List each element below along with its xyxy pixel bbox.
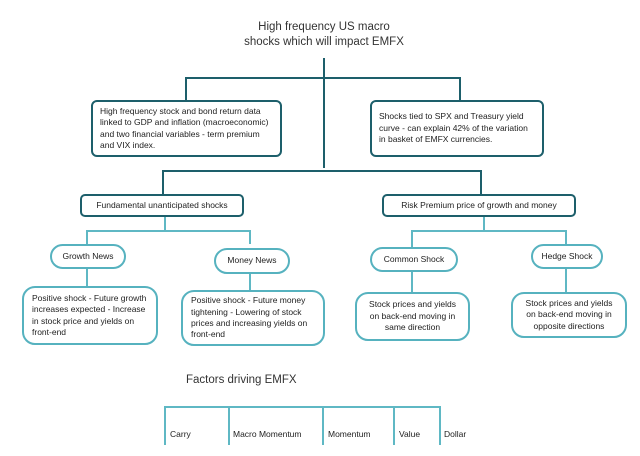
common-shock-detail-text: Stock prices and yields on back-end movi… bbox=[369, 299, 456, 333]
common-shock-detail: Stock prices and yields on back-end movi… bbox=[355, 292, 470, 341]
factor-macro-momentum: Macro Momentum bbox=[233, 429, 302, 439]
money-news-label: Money News bbox=[227, 255, 277, 266]
growth-news-detail: Positive shock - Future growth increases… bbox=[22, 286, 158, 345]
title-line-1: High frequency US macro bbox=[258, 21, 390, 33]
factor-dollar: Dollar bbox=[444, 429, 467, 439]
common-shock-pill: Common Shock bbox=[370, 247, 458, 272]
hedge-shock-detail: Stock prices and yields on back-end movi… bbox=[511, 292, 627, 338]
top-left-box: High frequency stock and bond return dat… bbox=[91, 100, 282, 157]
risk-premium-box: Risk Premium price of growth and money bbox=[382, 194, 576, 217]
growth-news-pill: Growth News bbox=[50, 244, 126, 269]
growth-news-detail-text: Positive shock - Future growth increases… bbox=[32, 292, 147, 337]
top-left-text: High frequency stock and bond return dat… bbox=[100, 105, 269, 150]
hedge-shock-detail-text: Stock prices and yields on back-end movi… bbox=[525, 297, 613, 331]
mid-bracket bbox=[162, 170, 482, 194]
fundamental-shocks-label: Fundamental unanticipated shocks bbox=[96, 199, 228, 210]
factor-momentum: Momentum bbox=[328, 429, 371, 439]
money-news-detail: Positive shock - Future money tightening… bbox=[181, 290, 325, 346]
money-news-pill: Money News bbox=[214, 248, 290, 274]
growth-news-label: Growth News bbox=[62, 250, 114, 261]
factors-title: Factors driving EMFX bbox=[186, 374, 297, 386]
top-right-text: Shocks tied to SPX and Treasury yield cu… bbox=[379, 111, 528, 145]
title-line-2: shocks which will impact EMFX bbox=[244, 35, 404, 48]
fundamental-shocks-box: Fundamental unanticipated shocks bbox=[80, 194, 244, 217]
factors-bracket bbox=[164, 406, 441, 445]
diagram-title: High frequency US macro shocks which wil… bbox=[200, 20, 448, 50]
right-branch-bracket bbox=[411, 230, 567, 247]
left-branch-bracket bbox=[86, 230, 251, 244]
factor-carry: Carry bbox=[170, 429, 191, 439]
risk-premium-label: Risk Premium price of growth and money bbox=[401, 199, 557, 210]
common-shock-label: Common Shock bbox=[383, 253, 445, 264]
factor-value: Value bbox=[399, 429, 421, 439]
top-right-box: Shocks tied to SPX and Treasury yield cu… bbox=[370, 100, 544, 157]
hedge-shock-label: Hedge Shock bbox=[541, 250, 593, 261]
money-news-detail-text: Positive shock - Future money tightening… bbox=[191, 295, 308, 340]
hedge-shock-pill: Hedge Shock bbox=[531, 244, 603, 269]
